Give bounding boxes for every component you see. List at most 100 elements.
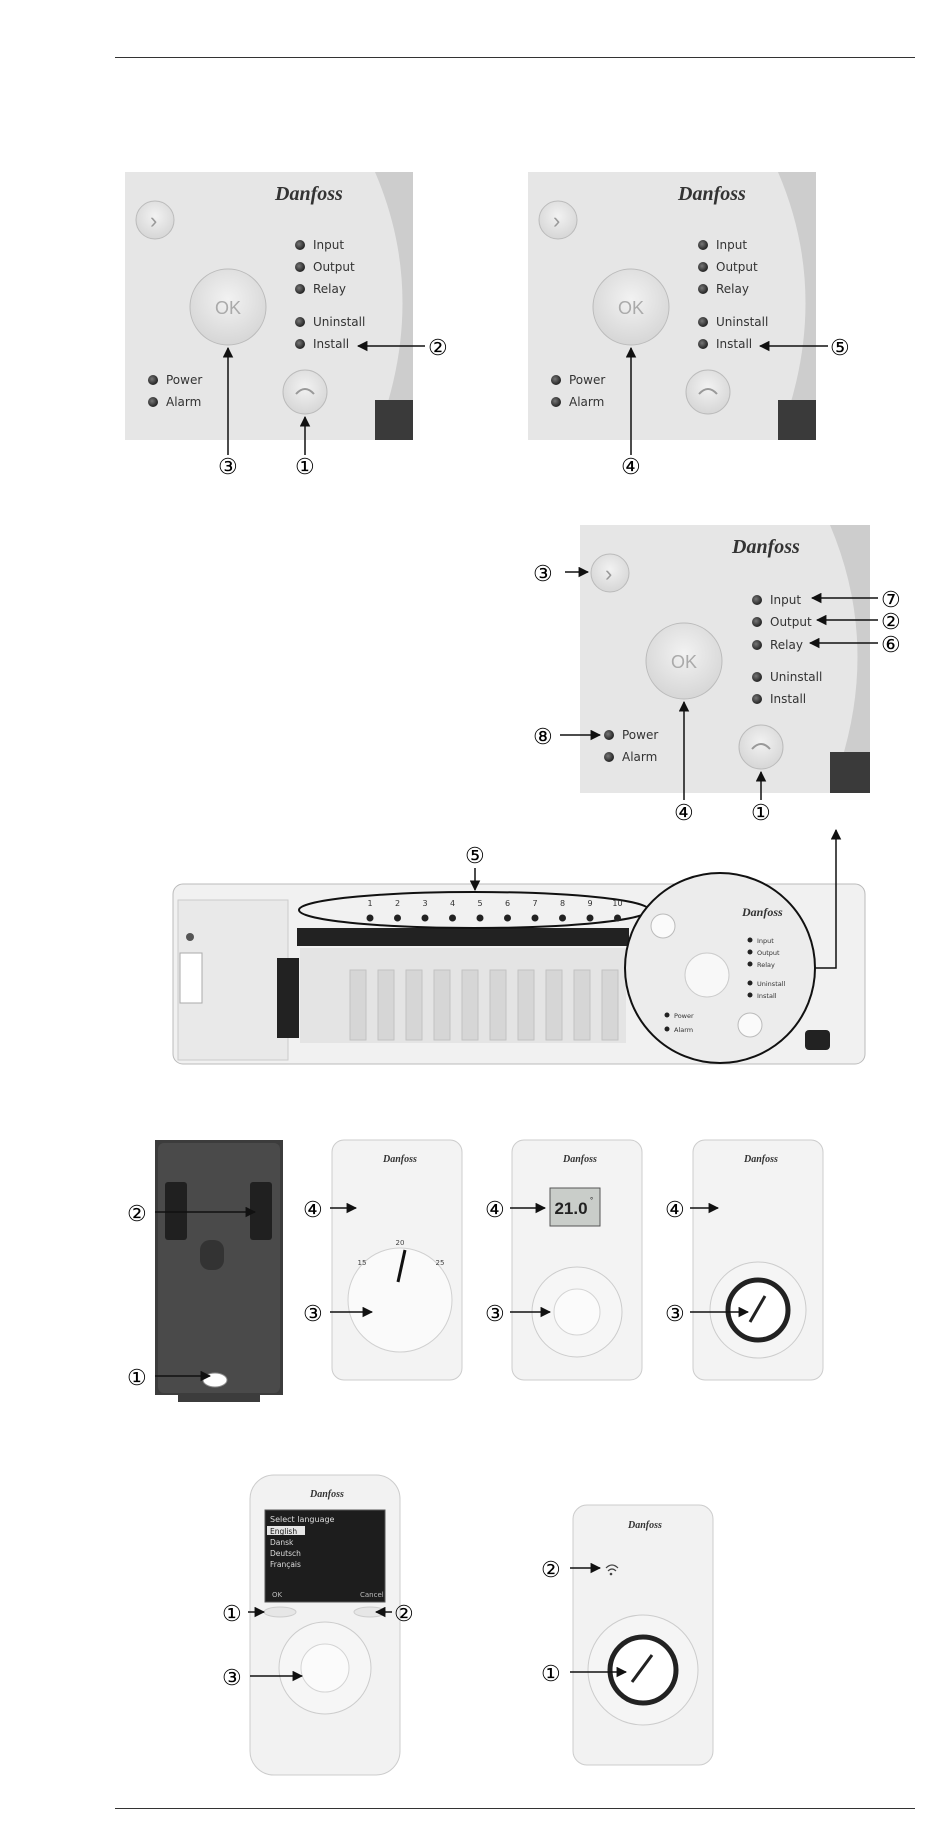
brand-logo: Danfoss (731, 536, 800, 558)
led-label-uninstall: Uninstall (770, 670, 822, 684)
led-label-input: Input (770, 593, 801, 607)
callout-7: ⑦ (881, 587, 901, 612)
led-label-install: Install (757, 992, 777, 1000)
channel-label: 7 (532, 899, 537, 908)
brand-logo: Danfoss (627, 1520, 662, 1531)
led-label-input: Input (313, 238, 344, 252)
led-label-relay: Relay (757, 961, 775, 969)
callout-3: ③ (303, 1301, 323, 1326)
led-label-power: Power (674, 1012, 694, 1020)
channel-led (449, 914, 456, 922)
channel-label: 4 (450, 899, 455, 908)
channel-label: 2 (395, 899, 400, 908)
channel-led (504, 914, 511, 922)
back-plate: ② ① (127, 1140, 283, 1402)
channel-label: 6 (505, 899, 510, 908)
callout-4: ④ (621, 454, 641, 479)
channel-led (614, 914, 621, 922)
channel-label: 10 (612, 899, 622, 908)
ok-button-label: OK (618, 298, 644, 318)
led-label-output: Output (313, 260, 355, 274)
callout-3: ③ (533, 561, 553, 586)
brand-logo: Danfoss (309, 1489, 344, 1500)
callout-2: ② (881, 609, 901, 634)
callout-5: ⑤ (830, 335, 850, 360)
callout-3: ③ (665, 1301, 685, 1326)
display-thermostat: Danfoss 21.0 ° ④ ③ (485, 1139, 643, 1381)
led-label-output: Output (770, 615, 812, 629)
dial-pointer (396, 1249, 407, 1283)
soft-key-left-label: OK (272, 1591, 283, 1599)
brand-logo: Danfoss (274, 183, 343, 205)
brand-logo: Danfoss (382, 1154, 417, 1165)
channel-label: 5 (477, 899, 482, 908)
callout-4: ④ (665, 1197, 685, 1222)
callout-1: ① (751, 800, 771, 825)
panel-c: › Danfoss OK Input Output Relay Uninstal… (533, 525, 901, 825)
channel-label: 8 (560, 899, 565, 908)
panel-b: › Danfoss OK Input Output Relay Uninstal… (528, 172, 850, 479)
led-label-power: Power (622, 728, 658, 742)
callout-1: ① (222, 1601, 242, 1626)
next-arrow-icon: › (605, 561, 612, 586)
next-arrow-icon: › (150, 208, 157, 233)
next-arrow-icon: › (553, 208, 560, 233)
callout-1: ① (295, 454, 315, 479)
up-arrow-icon (698, 388, 718, 395)
callout-3: ③ (222, 1665, 242, 1690)
led-label-uninstall: Uninstall (716, 315, 768, 329)
channel-led (394, 914, 401, 922)
led-label-power: Power (166, 373, 202, 387)
led-label-install: Install (313, 337, 349, 351)
brand-logo: Danfoss (743, 1154, 778, 1165)
led-label-alarm: Alarm (166, 395, 201, 409)
led-label-input: Input (757, 937, 774, 945)
led-label-alarm: Alarm (674, 1026, 693, 1034)
dial-scale-label: 20 (396, 1239, 405, 1247)
ok-button-label: OK (671, 652, 697, 672)
led-label-relay: Relay (770, 638, 803, 652)
channel-label: 1 (367, 899, 372, 908)
led-label-uninstall: Uninstall (757, 980, 786, 988)
panel-a: › Danfoss OK Input Output Relay Uninstal… (125, 172, 448, 479)
callout-3: ③ (485, 1301, 505, 1326)
led-label-input: Input (716, 238, 747, 252)
callout-3: ③ (218, 454, 238, 479)
channel-led (586, 914, 594, 922)
top-rule (115, 57, 915, 58)
brand-logo: Danfoss (677, 183, 746, 205)
callout-4: ④ (485, 1197, 505, 1222)
callout-5: ⑤ (465, 843, 485, 868)
channel-led (476, 914, 484, 922)
callout-8: ⑧ (533, 724, 553, 749)
callout-2: ② (394, 1601, 414, 1626)
led-label-relay: Relay (716, 282, 749, 296)
brand-logo: Danfoss (741, 905, 783, 919)
channel-led (421, 914, 429, 922)
led-label-alarm: Alarm (569, 395, 604, 409)
callout-1: ① (127, 1365, 147, 1390)
ok-button-label: OK (215, 298, 241, 318)
callout-6: ⑥ (881, 632, 901, 657)
led-label-uninstall: Uninstall (313, 315, 365, 329)
screen-item: Dansk (270, 1538, 294, 1547)
led-label-alarm: Alarm (622, 750, 657, 764)
callout-2: ② (428, 335, 448, 360)
led-label-install: Install (770, 692, 806, 706)
screen-title: Select language (270, 1515, 335, 1524)
dial-scale-label: 15 (358, 1259, 367, 1267)
soft-key-right-label: Cancel (360, 1591, 384, 1599)
knob-thermostat: Danfoss ④ ③ (665, 1139, 824, 1381)
screen-item: Français (270, 1560, 301, 1569)
channel-label: 9 (587, 899, 592, 908)
temperature-readout: 21.0 (554, 1199, 587, 1218)
temperature-unit: ° (590, 1196, 593, 1205)
channel-led (366, 914, 374, 922)
dial-scale-label: 25 (436, 1259, 445, 1267)
dial-scale: 15 20 25 (358, 1239, 445, 1267)
led-label-relay: Relay (313, 282, 346, 296)
callout-2: ② (127, 1201, 147, 1226)
callout-1: ① (541, 1661, 561, 1686)
led-label-install: Install (716, 337, 752, 351)
